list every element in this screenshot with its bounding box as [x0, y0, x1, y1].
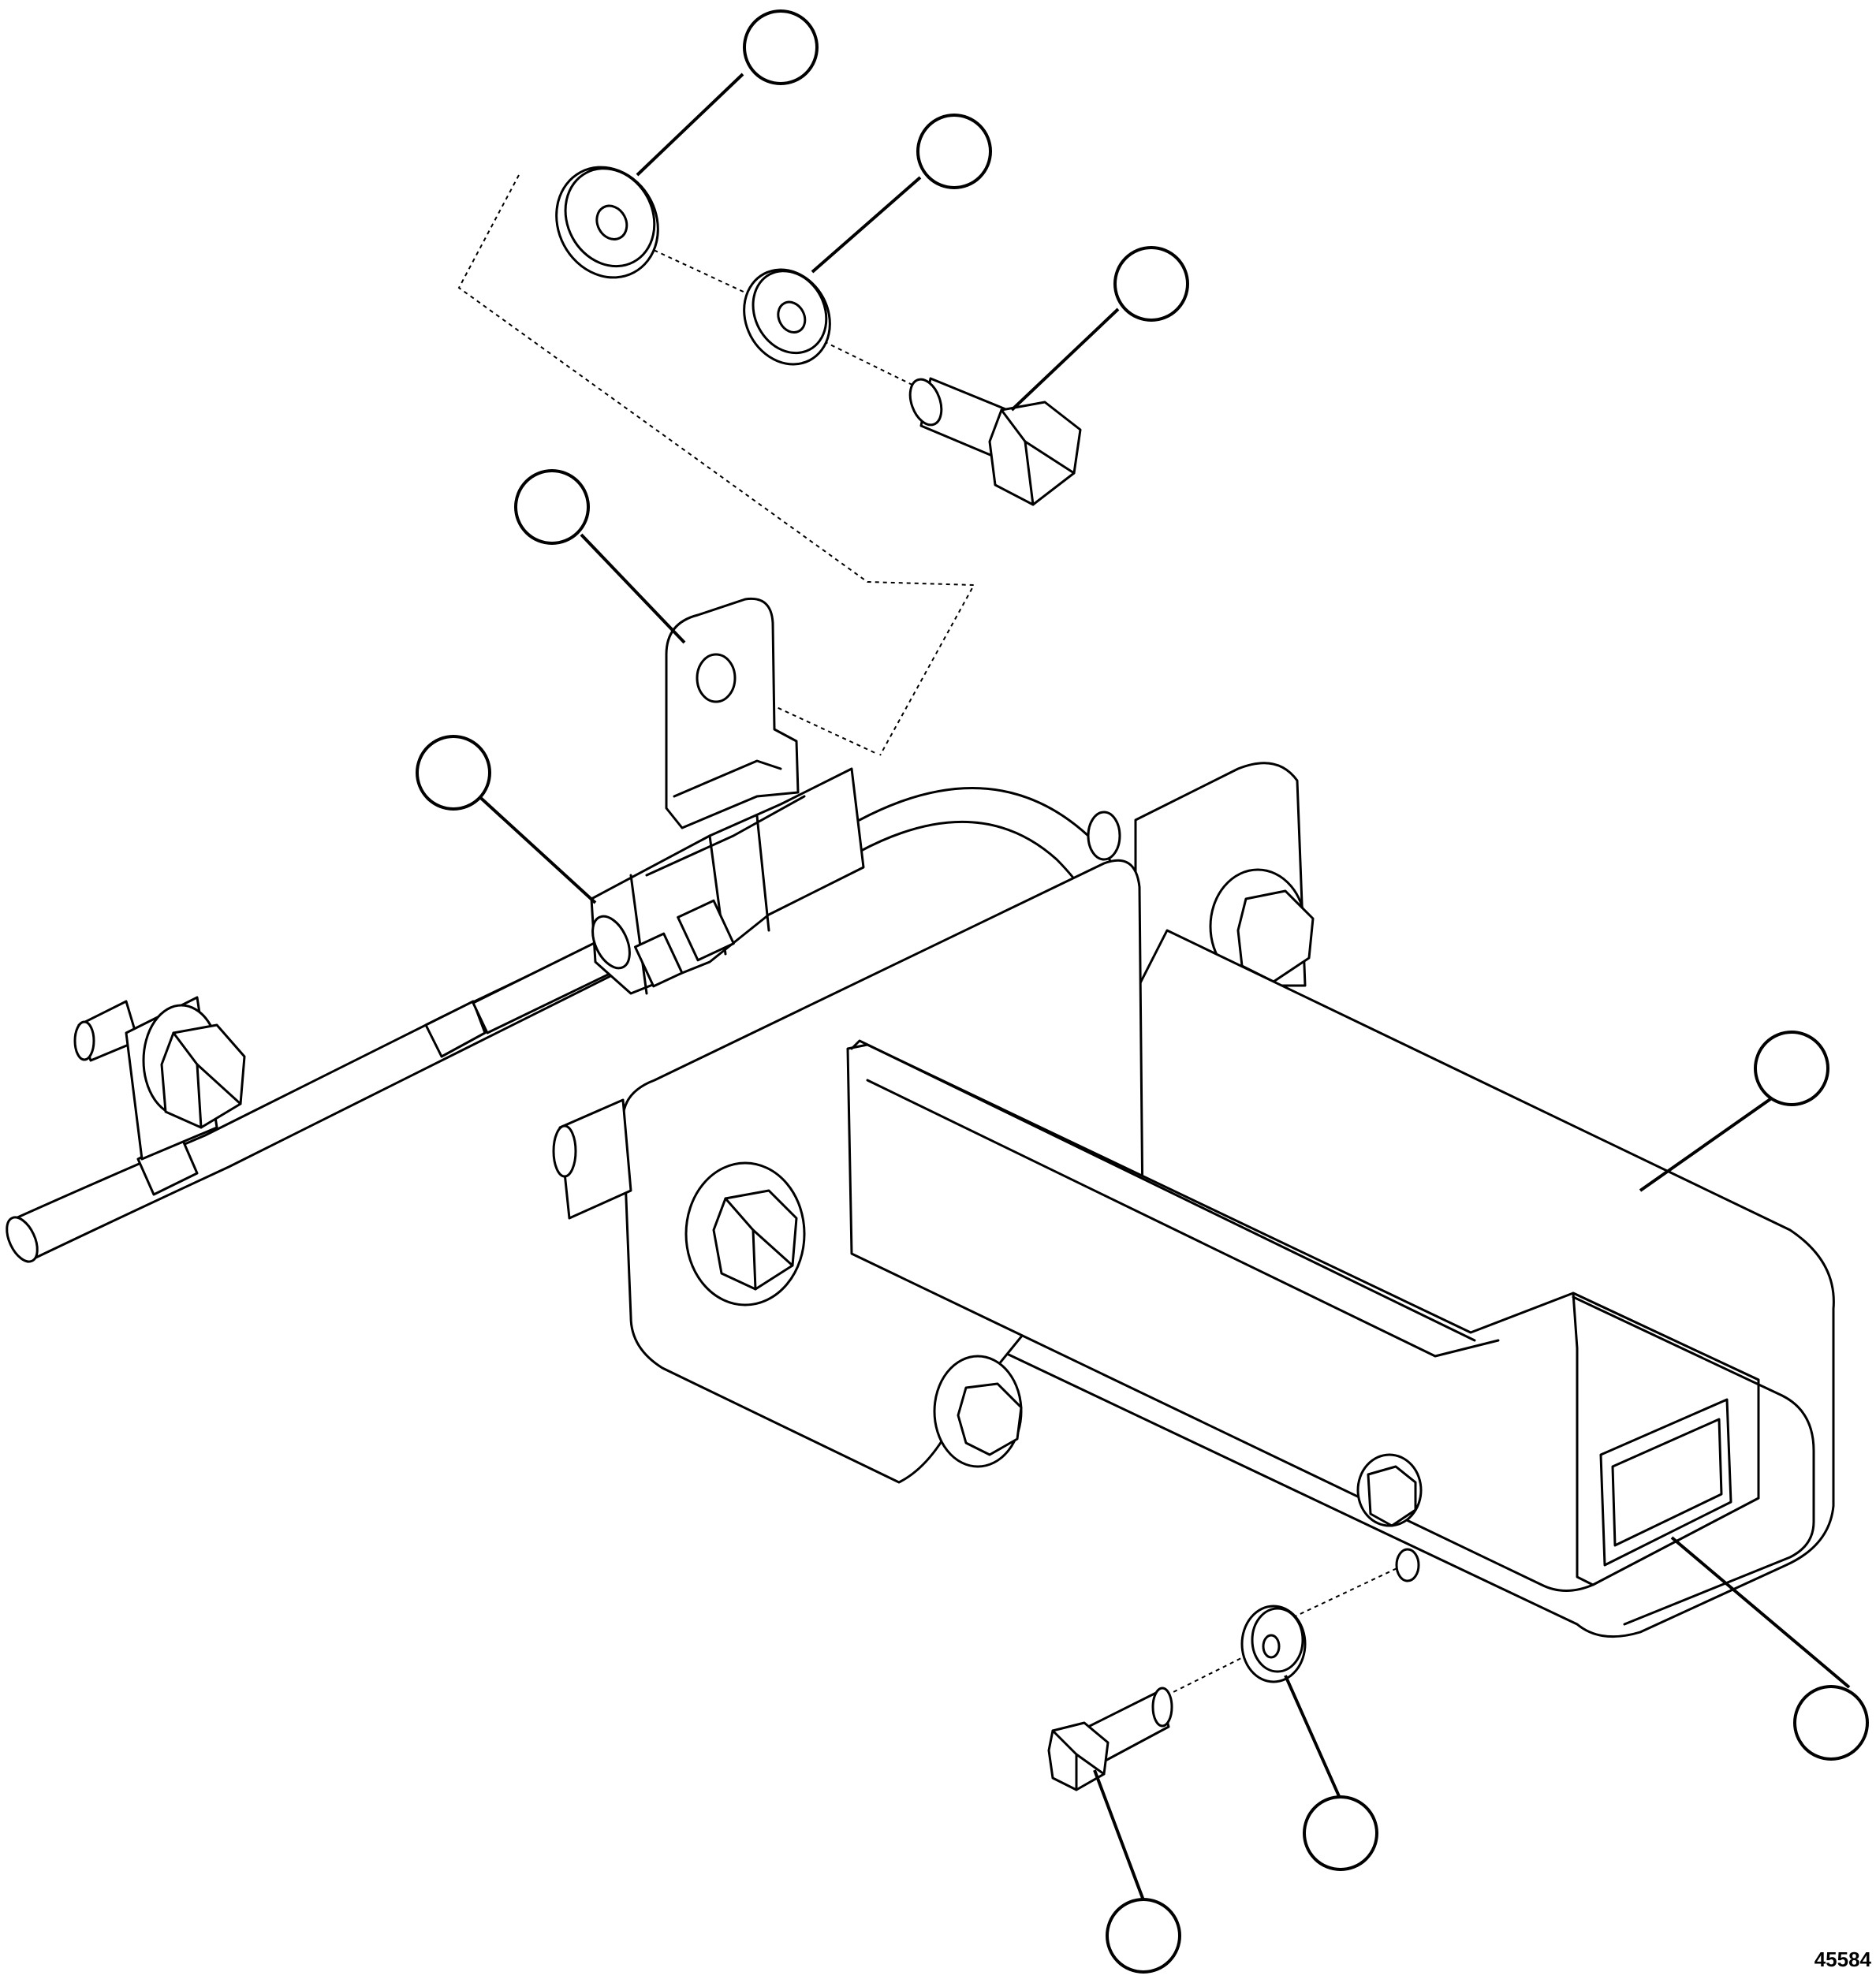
lower-washer — [1240, 1605, 1307, 1683]
callout-circle-washer-large — [743, 9, 819, 85]
callout-circle-bolt-lower — [1106, 1898, 1181, 1974]
callout-leaders — [473, 73, 1851, 1901]
front-left-bolt — [552, 1098, 806, 1306]
sensor-housing — [621, 859, 1835, 1638]
connector — [590, 767, 865, 995]
side-bolt — [1356, 1453, 1423, 1582]
front-lower-bolt — [933, 1355, 1023, 1468]
large-washer — [555, 166, 659, 279]
upper-bolt — [908, 377, 1082, 506]
callout-circle-sensor-window — [1793, 1685, 1869, 1761]
wiring-harness — [6, 787, 1334, 1310]
callout-circle-washer-lower — [1303, 1795, 1378, 1871]
callout-circle-ground-bracket — [514, 469, 590, 545]
rear-mounting-plate — [1087, 762, 1315, 987]
figure-number: 45584 — [1814, 1948, 1871, 1971]
small-washer — [743, 268, 831, 366]
callout-circle-sensor-housing — [1754, 1031, 1829, 1106]
callout-circle-washer-small — [916, 114, 992, 189]
ground-bracket — [665, 597, 800, 829]
cable-clamp — [73, 996, 246, 1161]
callout-circle-bolt-upper — [1113, 246, 1189, 322]
callout-circle-connector — [416, 735, 491, 811]
lower-bolt — [1047, 1687, 1173, 1791]
